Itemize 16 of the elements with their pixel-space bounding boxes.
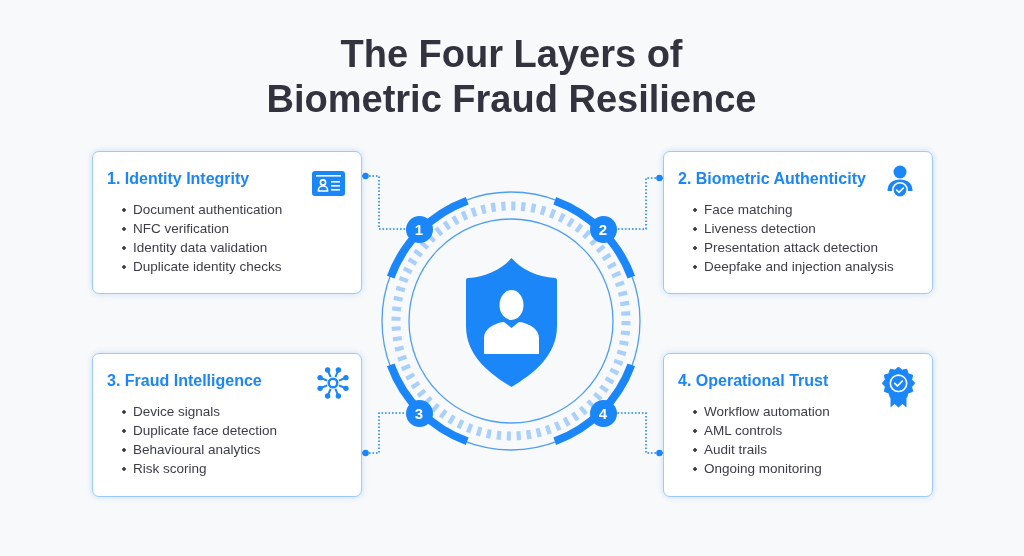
card-heading: 2. Biometric Authenticity xyxy=(678,169,866,188)
feature-card xyxy=(663,353,933,497)
connector-line xyxy=(361,172,407,230)
connector-line xyxy=(361,412,407,457)
page-title: The Four Layers of Biometric Fraud Resilience xyxy=(265,32,758,122)
connector-line xyxy=(615,412,664,457)
number-badge: 3 xyxy=(405,399,433,427)
feature-card xyxy=(92,353,362,497)
number-badge: 2 xyxy=(589,215,617,243)
connector-line xyxy=(615,174,664,230)
card-heading: 3. Fraud Intelligence xyxy=(107,371,262,390)
feature-card xyxy=(92,151,362,294)
number-badge: 1 xyxy=(405,215,433,243)
card-heading: 1. Identity Integrity xyxy=(107,169,250,188)
feature-card xyxy=(663,151,933,294)
card-heading: 4. Operational Trust xyxy=(678,371,829,390)
